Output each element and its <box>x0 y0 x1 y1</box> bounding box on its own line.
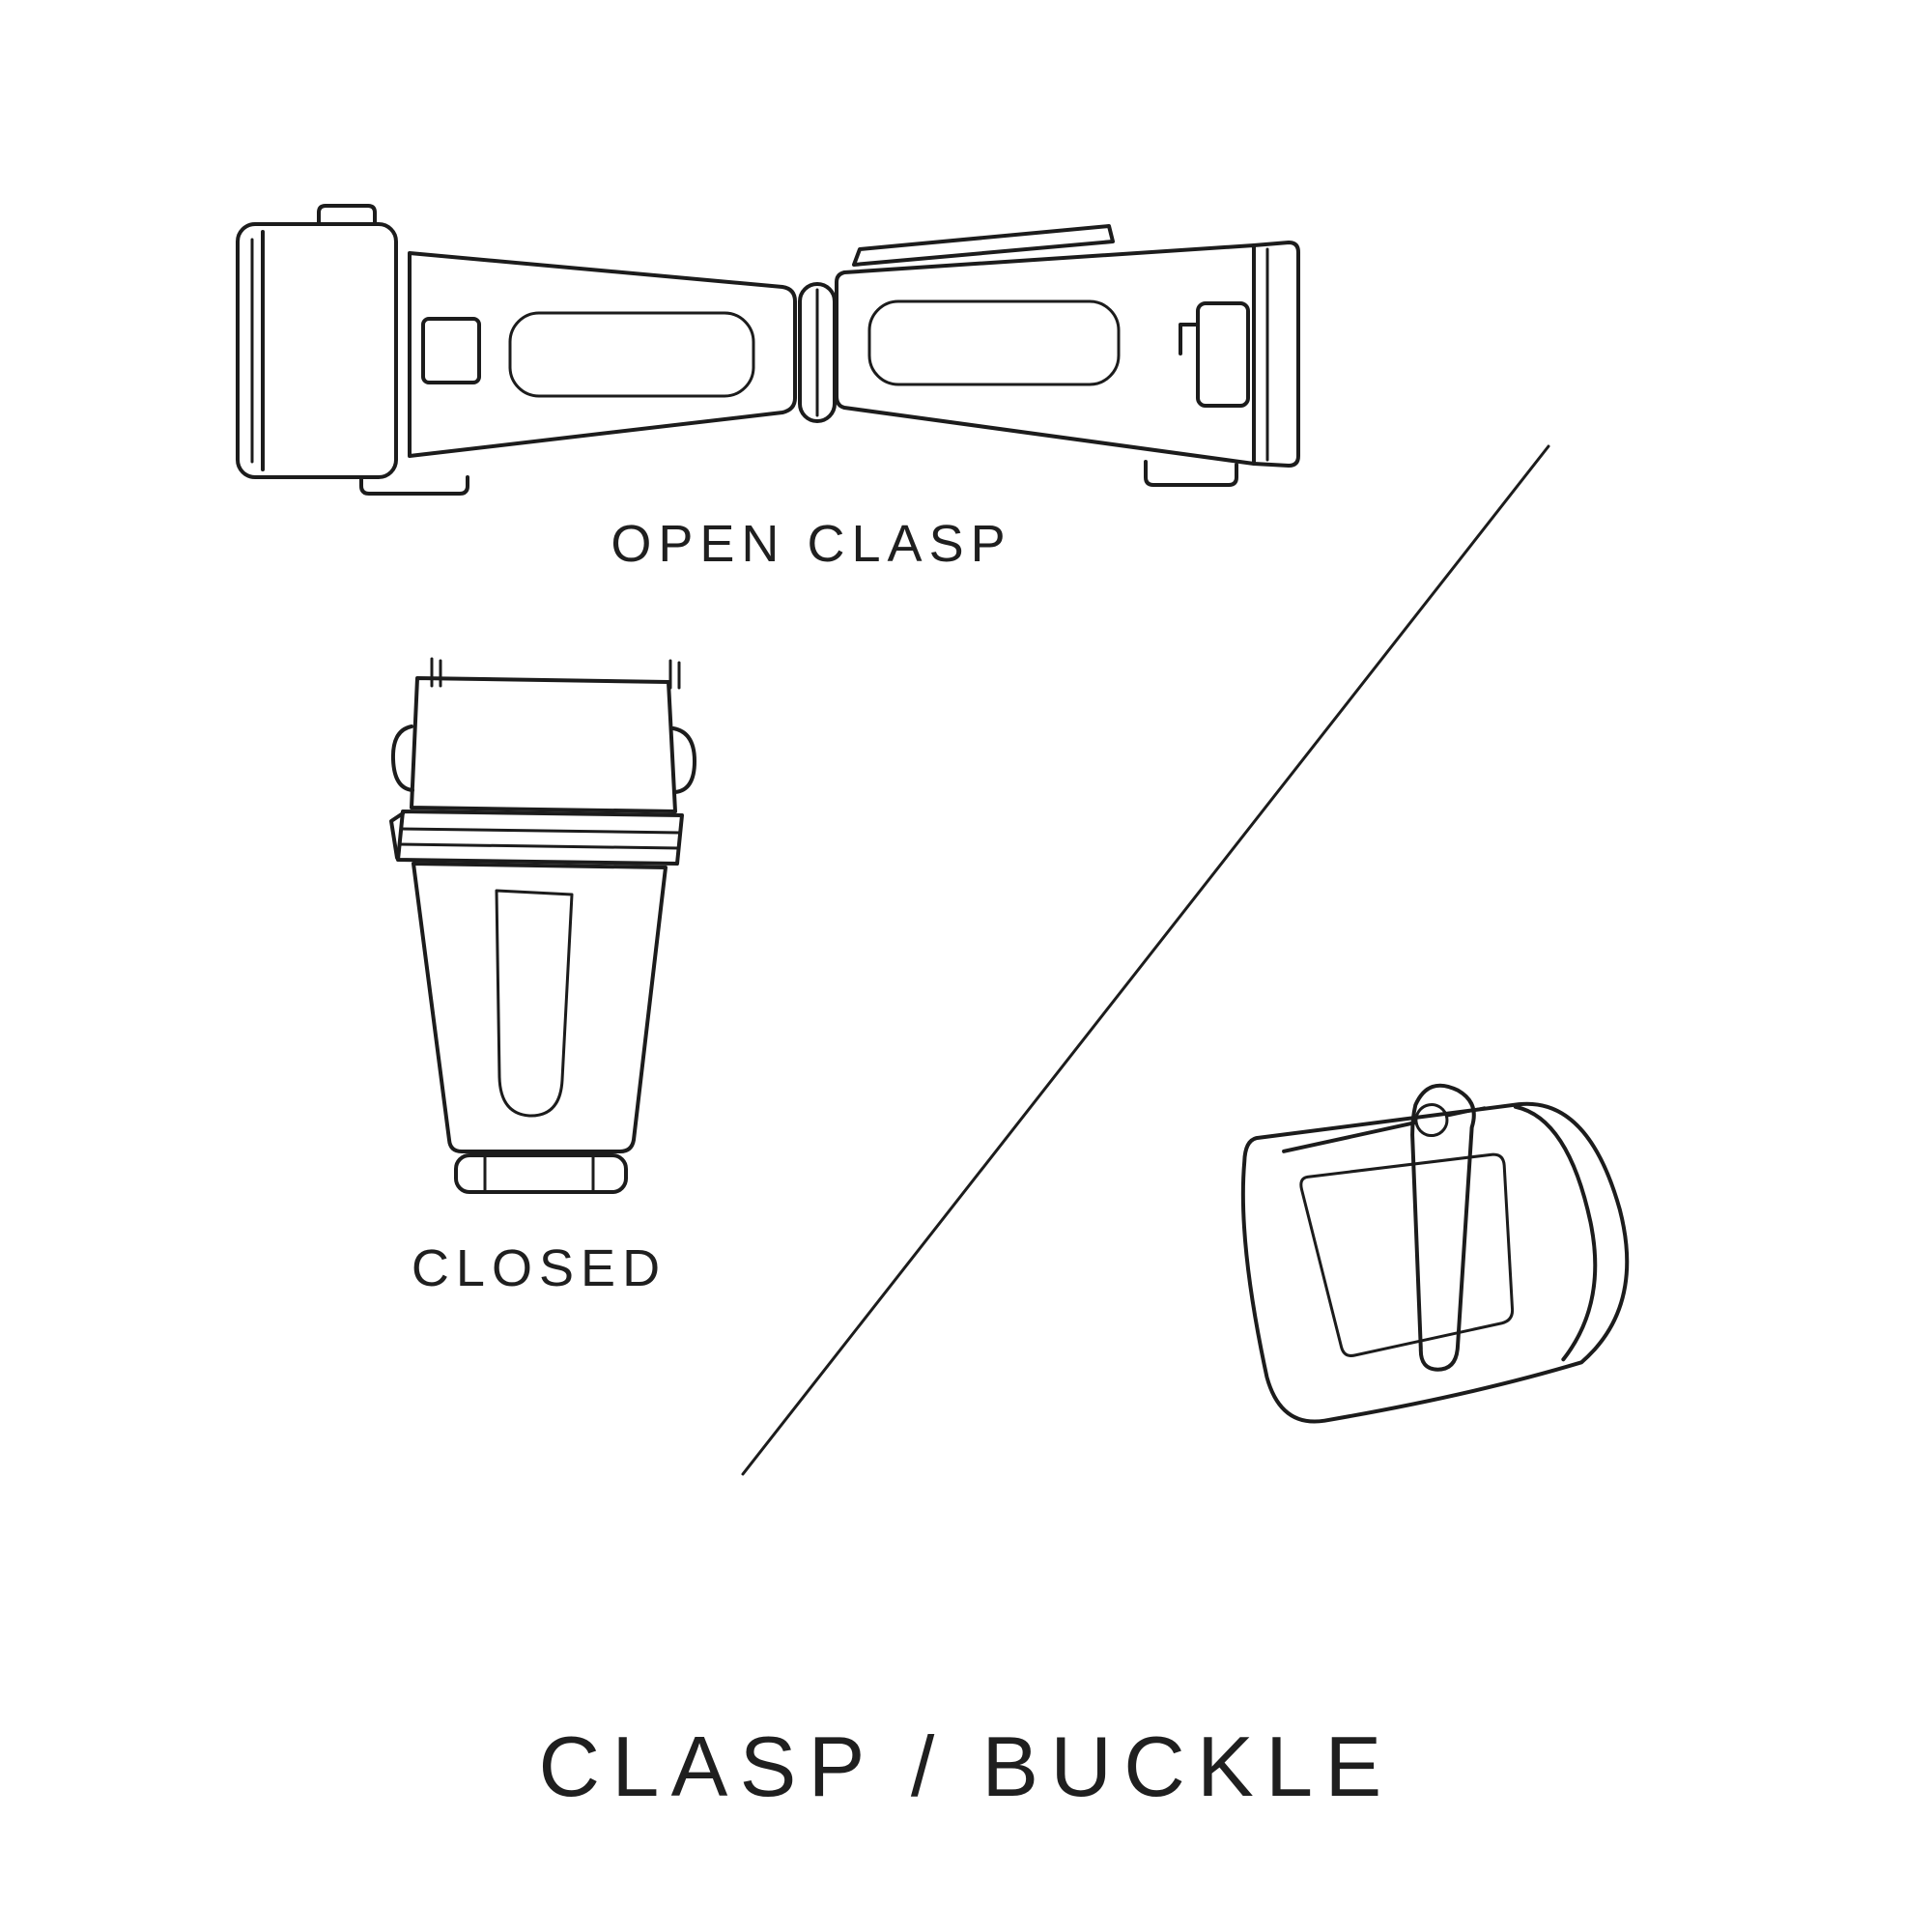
closed-clasp-band-line2 <box>398 842 681 850</box>
closed-clasp-illustration <box>389 657 696 1194</box>
buckle-frame <box>1240 1101 1630 1424</box>
open-clasp-keeper-notch <box>1179 323 1198 355</box>
open-clasp-catch <box>421 317 481 384</box>
open-clasp-right-tab <box>1144 460 1238 487</box>
closed-clasp-right-prong <box>668 659 681 690</box>
tang-buckle-illustration <box>1240 1083 1630 1424</box>
closed-clasp-band-line1 <box>399 827 682 835</box>
closed-clasp-band <box>396 810 684 866</box>
closed-clasp-body <box>412 862 668 1153</box>
buckle-opening <box>1299 1152 1515 1357</box>
closed-clasp-label: CLOSED <box>411 1239 668 1297</box>
open-clasp-end-cap <box>1252 241 1300 468</box>
buckle-frame-inner-edge <box>1513 1104 1598 1362</box>
buckle-pin-ring <box>1414 1103 1449 1138</box>
open-clasp-bottom-tab <box>359 475 469 496</box>
open-clasp-top-tab <box>317 204 377 226</box>
closed-clasp-left-prong <box>430 657 442 688</box>
open-clasp-right-arm-window <box>867 299 1121 386</box>
diagonal-divider-line <box>741 444 1550 1476</box>
buckle-tongue <box>1410 1083 1476 1372</box>
open-clasp-keeper <box>1196 301 1250 408</box>
open-clasp-left-arm-window <box>508 311 755 398</box>
open-clasp-label: OPEN CLASP <box>611 515 1012 573</box>
open-clasp-right-plate <box>852 224 1115 267</box>
closed-clasp-tongue-window <box>495 889 574 1118</box>
closed-clasp-top-box <box>410 676 677 813</box>
closed-clasp-bottom-cap <box>454 1153 628 1194</box>
open-clasp-illustration <box>236 204 1300 496</box>
diagram-title: CLASP / BUCKLE <box>538 1719 1394 1814</box>
closed-clasp-left-ear <box>390 724 414 792</box>
open-clasp-right-arm <box>835 243 1256 466</box>
buckle-pin-right <box>1446 1106 1487 1118</box>
buckle-pin <box>1282 1121 1417 1153</box>
closed-clasp-band-notch <box>389 811 405 860</box>
closed-clasp-right-ear <box>671 726 696 794</box>
open-clasp-left-arm <box>408 251 797 458</box>
